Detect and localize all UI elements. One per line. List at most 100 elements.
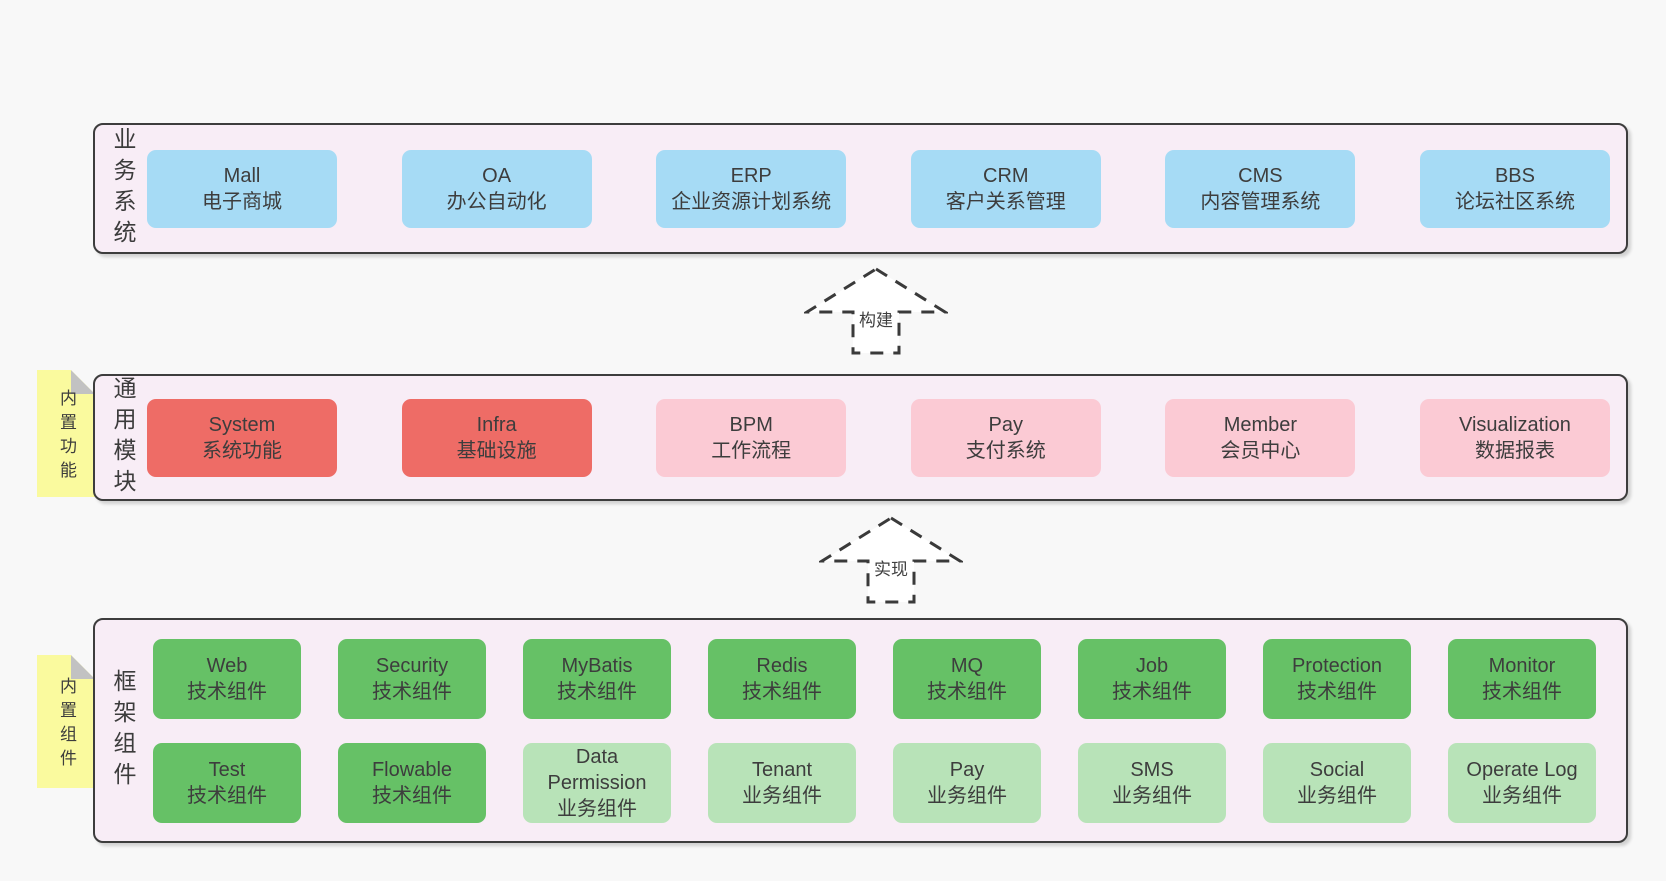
box-title: Mall [223, 164, 261, 187]
tech-components-row: Web 技术组件 Security 技术组件 MyBatis 技术组件 Redi… [153, 639, 1596, 719]
box-subtitle: 技术组件 [187, 785, 267, 807]
box-title: BBS [1494, 164, 1535, 187]
box-subtitle: 技术组件 [372, 681, 452, 703]
arrow-label: 构建 [856, 306, 896, 331]
arrow-build: 构建 [804, 266, 948, 356]
box-pay-system: Pay 支付系统 [910, 398, 1101, 477]
box-subtitle: 基础设施 [456, 439, 537, 462]
box-title: Pay [949, 759, 985, 781]
box-title: Job [1135, 655, 1169, 677]
box-title: CMS [1238, 164, 1283, 187]
box-sms: SMS 业务组件 [1078, 743, 1226, 823]
box-subtitle: 业务组件 [742, 785, 822, 807]
box-subtitle: 客户关系管理 [945, 190, 1066, 213]
business-systems-row: Mall 电子商城 OA 办公自动化 ERP 企业资源计划系统 CRM 客户关系… [147, 149, 1610, 228]
box-subtitle: 技术组件 [372, 785, 452, 807]
framework-components-grid: Web 技术组件 Security 技术组件 MyBatis 技术组件 Redi… [153, 639, 1596, 823]
common-modules-row: System 系统功能 Infra 基础设施 BPM 工作流程 Pay 支付系统… [147, 398, 1610, 477]
box-monitor: Monitor 技术组件 [1448, 639, 1596, 719]
band-label-framework-components: 框架组件 [110, 668, 136, 793]
box-subtitle: 技术组件 [1112, 681, 1192, 703]
box-title: Operate Log [1466, 759, 1578, 781]
box-title: Test [208, 759, 246, 781]
band-label-business-systems: 业务系统 [110, 126, 136, 251]
box-title: Data Permission [547, 746, 647, 794]
box-member: Member 会员中心 [1165, 398, 1356, 477]
box-subtitle: 技术组件 [742, 681, 822, 703]
box-mq: MQ 技术组件 [893, 639, 1041, 719]
box-visualization: Visualization 数据报表 [1419, 398, 1610, 477]
box-title: Infra [476, 413, 517, 436]
box-oa: OA 办公自动化 [401, 149, 592, 228]
box-subtitle: 业务组件 [1112, 785, 1192, 807]
box-subtitle: 电子商城 [202, 190, 282, 213]
box-bbs: BBS 论坛社区系统 [1419, 149, 1610, 228]
box-protection: Protection 技术组件 [1263, 639, 1411, 719]
box-title: Redis [756, 655, 808, 677]
arrow-implement: 实现 [819, 515, 963, 605]
band-label-common-modules: 通用模块 [110, 375, 136, 500]
box-title: BPM [729, 413, 773, 436]
box-subtitle: 技术组件 [557, 681, 637, 703]
box-tenant: Tenant 业务组件 [708, 743, 856, 823]
box-title: CRM [983, 164, 1029, 187]
box-pay-component: Pay 业务组件 [893, 743, 1041, 823]
box-title: MyBatis [561, 655, 633, 677]
sticky-note-builtin-features: 内置功能 [37, 370, 95, 497]
band-framework-components: 框架组件 Web 技术组件 Security 技术组件 MyBatis 技术组件… [93, 618, 1628, 843]
box-redis: Redis 技术组件 [708, 639, 856, 719]
band-business-systems: 业务系统 Mall 电子商城 OA 办公自动化 ERP 企业资源计划系统 CRM… [93, 123, 1628, 254]
box-title: Web [206, 655, 248, 677]
box-security: Security 技术组件 [338, 639, 486, 719]
box-title: Visualization [1459, 413, 1571, 436]
box-subtitle: 业务组件 [557, 798, 637, 820]
box-title: Member [1223, 413, 1298, 436]
box-title: Social [1309, 759, 1365, 781]
box-subtitle: 技术组件 [1297, 681, 1377, 703]
box-subtitle: 工作流程 [711, 439, 792, 462]
box-subtitle: 技术组件 [187, 681, 267, 703]
box-subtitle: 支付系统 [965, 439, 1046, 462]
box-subtitle: 业务组件 [927, 785, 1007, 807]
box-cms: CMS 内容管理系统 [1165, 149, 1356, 228]
box-mybatis: MyBatis 技术组件 [523, 639, 671, 719]
box-subtitle: 企业资源计划系统 [671, 190, 832, 213]
box-subtitle: 数据报表 [1474, 439, 1555, 462]
box-bpm: BPM 工作流程 [656, 398, 847, 477]
box-subtitle: 技术组件 [927, 681, 1007, 703]
box-infra: Infra 基础设施 [401, 398, 592, 477]
box-title: MQ [950, 655, 984, 677]
box-social: Social 业务组件 [1263, 743, 1411, 823]
box-subtitle: 系统功能 [202, 439, 282, 462]
box-subtitle: 会员中心 [1220, 439, 1301, 462]
box-title: Monitor [1488, 655, 1556, 677]
box-title: Security [375, 655, 449, 677]
box-title: SMS [1130, 759, 1174, 781]
arrow-label: 实现 [871, 555, 911, 580]
box-subtitle: 内容管理系统 [1200, 190, 1321, 213]
box-subtitle: 办公自动化 [446, 190, 547, 213]
box-title: System [208, 413, 276, 436]
box-title: ERP [730, 164, 772, 187]
box-test: Test 技术组件 [153, 743, 301, 823]
box-subtitle: 技术组件 [1482, 681, 1562, 703]
sticky-note-builtin-components: 内置组件 [37, 655, 95, 788]
box-subtitle: 业务组件 [1482, 785, 1562, 807]
box-title: Pay [988, 413, 1024, 436]
box-web: Web 技术组件 [153, 639, 301, 719]
sticky-note-text: 内置功能 [57, 388, 76, 485]
sticky-note-text: 内置组件 [57, 676, 76, 773]
box-system: System 系统功能 [147, 398, 337, 477]
box-flowable: Flowable 技术组件 [338, 743, 486, 823]
box-title: Tenant [751, 759, 813, 781]
box-erp: ERP 企业资源计划系统 [656, 149, 847, 228]
biz-components-row: Test 技术组件 Flowable 技术组件 Data Permission … [153, 743, 1596, 823]
box-crm: CRM 客户关系管理 [910, 149, 1101, 228]
box-subtitle: 论坛社区系统 [1454, 190, 1575, 213]
box-subtitle: 业务组件 [1297, 785, 1377, 807]
box-title: Protection [1291, 655, 1383, 677]
box-data-permission: Data Permission 业务组件 [523, 743, 671, 823]
box-operate-log: Operate Log 业务组件 [1448, 743, 1596, 823]
box-title: OA [482, 164, 512, 187]
